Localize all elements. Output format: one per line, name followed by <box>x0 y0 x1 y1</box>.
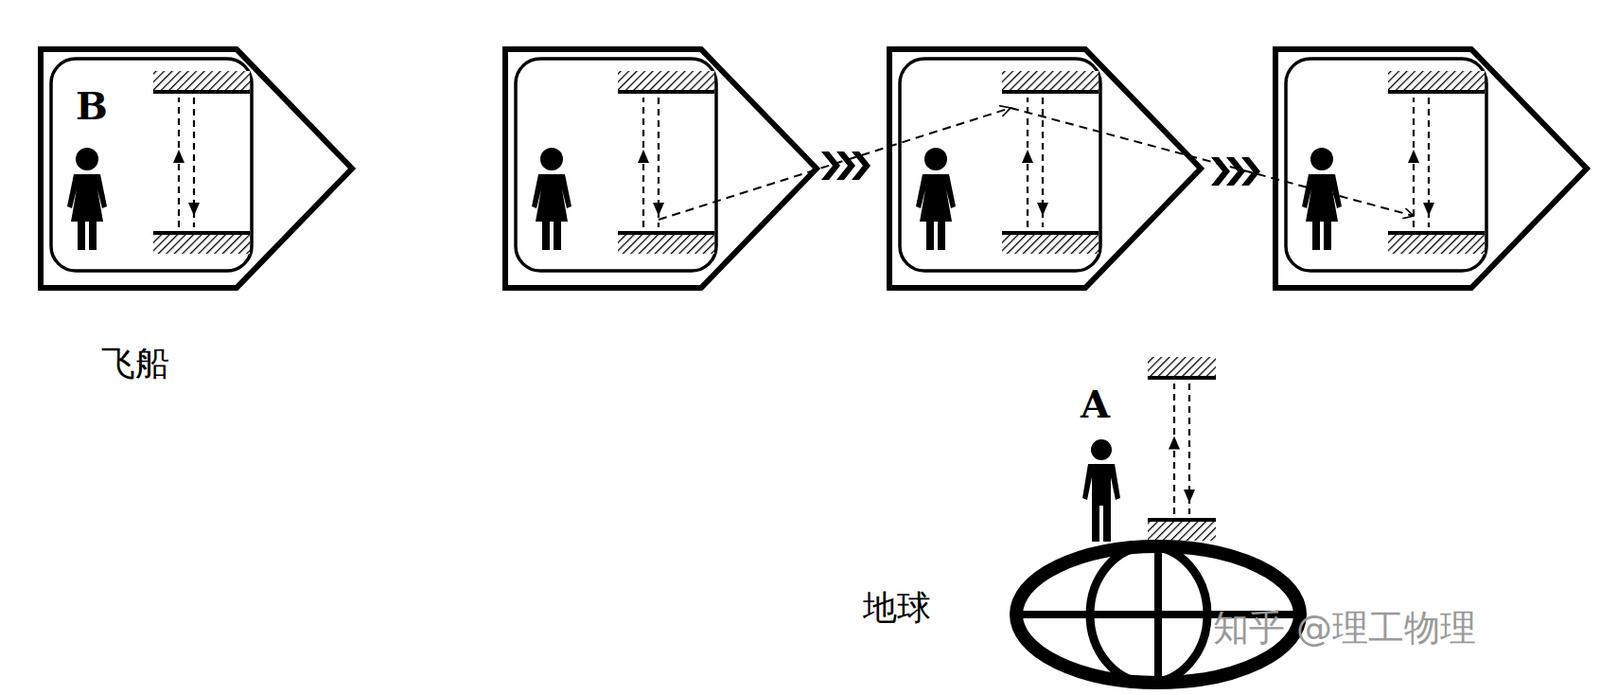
mirror-hatch <box>153 70 250 92</box>
mirror-hatch <box>1002 70 1099 92</box>
arrow-up <box>173 149 185 163</box>
spaceship-hull <box>1275 49 1587 288</box>
spaceship <box>505 49 817 288</box>
spaceship-cabin <box>899 58 1101 271</box>
person-head <box>75 147 99 171</box>
mirror-hatch <box>617 232 715 254</box>
person-body <box>67 174 107 222</box>
mirror-surface <box>153 230 250 235</box>
arrow-down <box>652 202 665 216</box>
person-body <box>915 174 956 222</box>
mirror-surface <box>1388 89 1485 94</box>
motion-chevron <box>1226 157 1246 186</box>
spaceship-hull-outline <box>40 49 352 288</box>
mirror-surface <box>1002 230 1099 235</box>
person-leg <box>88 221 97 250</box>
arrow-down <box>188 202 200 216</box>
mirror-surface <box>617 89 715 94</box>
arrow-up <box>637 149 650 163</box>
person-body <box>531 174 572 222</box>
mirror-hatch <box>1388 232 1485 254</box>
mirror-surface <box>153 89 250 94</box>
motion-chevron <box>851 151 871 180</box>
watermark: 知乎 @理工物理 <box>1213 608 1477 649</box>
mirror-hatch <box>1002 232 1099 254</box>
person-head <box>1310 147 1334 171</box>
motion-chevron <box>836 151 856 180</box>
person-leg <box>1323 221 1332 250</box>
mirror-hatch <box>1147 519 1216 541</box>
person-head <box>1090 439 1112 460</box>
mirror-surface <box>1147 517 1216 522</box>
person-leg <box>542 221 550 250</box>
mirror-hatch <box>617 70 715 92</box>
person-leg <box>553 221 562 250</box>
motion-chevron <box>1211 157 1231 186</box>
spaceship <box>1275 49 1587 288</box>
person-leg <box>1091 505 1100 542</box>
arrow-up <box>1407 149 1420 163</box>
spaceship-hull <box>40 49 352 288</box>
spaceship-hull <box>889 49 1201 288</box>
light-path-diagonal <box>1010 107 1414 216</box>
mirror-surface <box>1388 230 1485 235</box>
person-leg <box>1103 505 1111 542</box>
observer-label: B <box>75 87 108 125</box>
spaceship <box>51 58 252 271</box>
motion-chevron <box>821 151 841 180</box>
person-leg <box>926 221 934 250</box>
person-head <box>924 147 948 171</box>
mirror-surface <box>1002 89 1099 94</box>
spaceship-caption: 飞船 <box>101 344 170 383</box>
spaceship-cabin <box>51 58 252 271</box>
spaceship-hull <box>505 49 817 288</box>
earth-caption: 地球 <box>862 588 932 627</box>
spaceship-cabin <box>515 58 717 271</box>
spaceship <box>889 49 1201 288</box>
observer-label: A <box>1080 385 1110 423</box>
globe-axis <box>1154 546 1162 682</box>
spaceship-cabin <box>1285 58 1487 271</box>
arrow-down <box>1423 202 1435 216</box>
arrow-up <box>1168 436 1180 450</box>
arrow-down <box>1037 202 1049 216</box>
arrow-up <box>1021 149 1034 163</box>
person-leg <box>937 221 946 250</box>
mirror-hatch <box>153 232 250 254</box>
person-head <box>540 147 563 171</box>
mirror-hatch <box>1388 70 1485 92</box>
person-body <box>1082 463 1121 506</box>
spaceship-node: B飞船 <box>40 49 352 288</box>
mirror-surface <box>617 230 715 235</box>
mirror-hatch <box>1147 356 1216 378</box>
person-leg <box>77 221 86 250</box>
light-path-diagonal <box>658 107 1011 220</box>
person-body <box>1301 174 1342 222</box>
arrow-down <box>1183 489 1196 503</box>
mirror-surface <box>1147 375 1216 380</box>
person-leg <box>1312 221 1320 250</box>
